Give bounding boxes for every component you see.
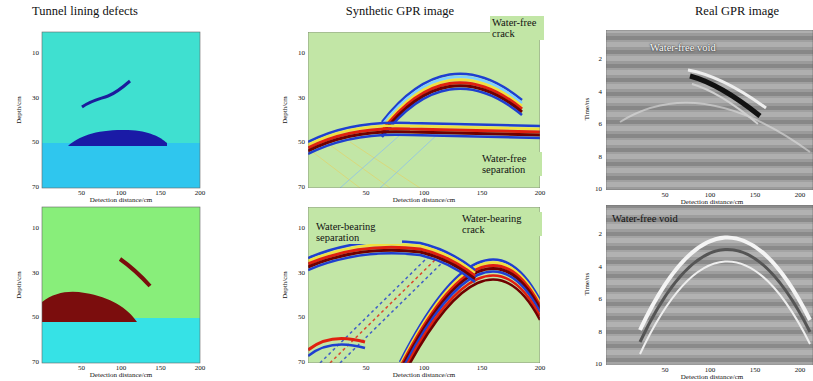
tick-label: 150 — [155, 190, 166, 197]
tick-label: 50 — [298, 315, 305, 322]
tick-label: 30 — [298, 270, 305, 277]
axis-title: Detection distance/cm — [681, 374, 743, 381]
tick-label: 150 — [750, 192, 761, 199]
tick-label: 50 — [78, 190, 85, 197]
tick-label: 50 — [363, 365, 370, 372]
axis-title: Detection distance/cm — [681, 199, 743, 206]
tick-label: 200 — [195, 190, 206, 197]
tick-label: 70 — [298, 184, 305, 191]
column-title: Synthetic GPR image — [346, 5, 454, 18]
tick-label: 30 — [32, 270, 39, 277]
axis-title: Detection distance/cm — [90, 197, 152, 204]
tick-label: 10 — [32, 51, 39, 58]
tick-label: 150 — [155, 365, 166, 372]
tick-label: 50 — [32, 140, 39, 147]
tick-label: 70 — [32, 359, 39, 366]
tick-label: 6 — [599, 122, 603, 129]
tick-label: 10 — [595, 361, 602, 368]
tick-label: 50 — [662, 367, 669, 374]
tick-label: 50 — [32, 315, 39, 322]
axis-title: Detection distance/cm — [90, 372, 152, 379]
tick-label: 6 — [599, 297, 603, 304]
annotation-label: Water-free void — [612, 213, 678, 224]
axis-title: Depth/cm — [282, 271, 289, 299]
column-title: Real GPR image — [695, 5, 779, 18]
tick-label: 50 — [662, 192, 669, 199]
tick-label: 10 — [298, 51, 305, 58]
tick-label: 200 — [795, 192, 806, 199]
tick-label: 50 — [298, 140, 305, 147]
real-radargram — [606, 205, 813, 365]
tick-label: 200 — [795, 367, 806, 374]
tick-label: 30 — [32, 95, 39, 102]
tick-label: 50 — [78, 365, 85, 372]
annotation-label: Water-free separation — [480, 152, 542, 176]
tick-label: 200 — [535, 190, 546, 197]
annotation-label: Water-bearing crack — [460, 212, 542, 236]
tick-label: 8 — [599, 329, 603, 336]
lining-model — [42, 207, 200, 363]
annotation-label: Water-free void — [650, 42, 716, 53]
tick-label: 10 — [32, 226, 39, 233]
annotation-label: Water-free crack — [490, 16, 544, 40]
tick-label: 70 — [298, 359, 305, 366]
axis-title: Detection distance/cm — [393, 372, 455, 379]
axis-title: Depth/cm — [16, 96, 23, 124]
tick-label: 150 — [477, 190, 488, 197]
annotation-label: Water-bearing separation — [314, 220, 402, 244]
axis-title: Depth/cm — [16, 271, 23, 299]
tick-label: 70 — [32, 184, 39, 191]
real-radargram — [606, 30, 813, 190]
tick-label: 8 — [599, 154, 603, 161]
tick-label: 150 — [750, 367, 761, 374]
tick-label: 10 — [298, 226, 305, 233]
tick-label: 150 — [477, 365, 488, 372]
axis-title: Time/ns — [584, 98, 591, 121]
column-title: Tunnel lining defects — [32, 5, 138, 18]
tick-label: 50 — [363, 190, 370, 197]
tick-label: 200 — [195, 365, 206, 372]
tick-label: 4 — [599, 264, 603, 271]
axis-title: Depth/cm — [282, 96, 289, 124]
tick-label: 30 — [298, 95, 305, 102]
tick-label: 10 — [595, 186, 602, 193]
tick-label: 200 — [535, 365, 546, 372]
lining-model — [42, 32, 200, 188]
axis-title: Detection distance/cm — [393, 197, 455, 204]
tick-label: 2 — [599, 232, 603, 239]
tick-label: 2 — [599, 57, 603, 64]
tick-label: 4 — [599, 89, 603, 96]
axis-title: Time/ns — [584, 273, 591, 296]
